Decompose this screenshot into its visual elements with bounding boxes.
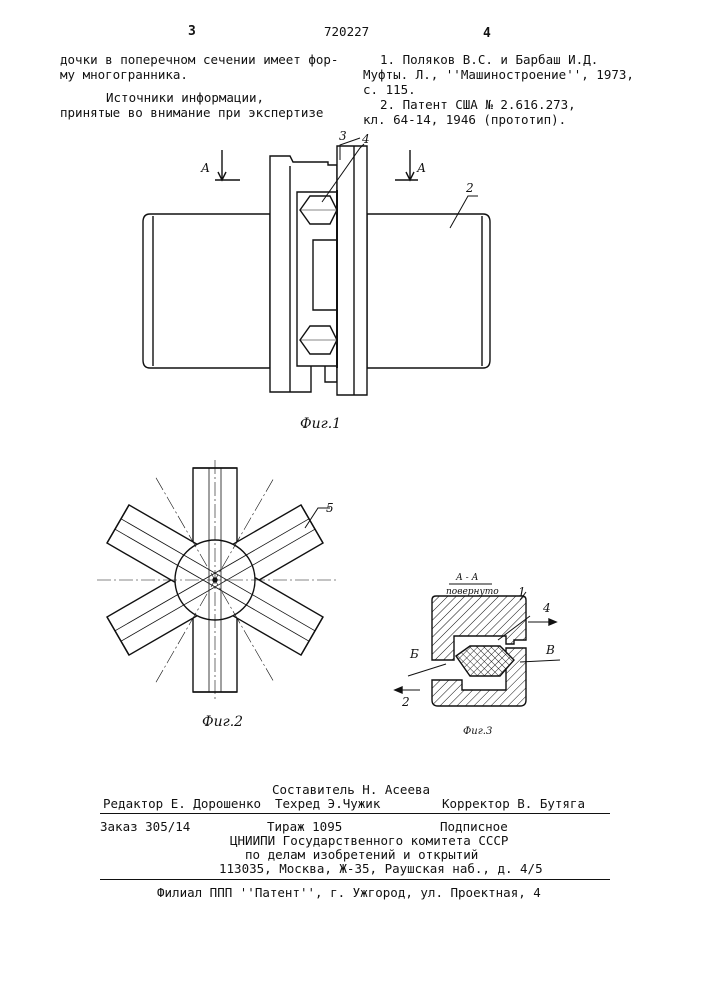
institute-line-2: по делам изобретений и открытий [245, 847, 478, 862]
part-label-v: В [545, 643, 555, 657]
part-label-3: 3 [339, 129, 347, 143]
subscription: Подписное [440, 819, 508, 834]
editor: Редактор Е. Дорошенко [103, 796, 261, 811]
part-label-4: 4 [361, 132, 370, 146]
part-label-1: 1 [518, 585, 526, 599]
footer-divider-2 [100, 879, 610, 880]
figure-1-coupling-side-view [143, 138, 490, 395]
figure-3-caption: Фиг.3 [463, 726, 492, 737]
part-label-2b: 2 [401, 695, 410, 709]
section-subtitle: повернуто [446, 587, 499, 597]
part-label-2: 2 [465, 181, 474, 195]
corrector: Корректор В. Бутяга [442, 796, 585, 811]
address: 113035, Москва, Ж-35, Раушская наб., д. … [219, 861, 543, 876]
figure-3-section-a-a [395, 584, 560, 706]
section-mark-left: А [200, 161, 210, 175]
part-label-4b: 4 [542, 601, 551, 615]
order: Заказ 305/14 [100, 819, 190, 834]
part-label-5: 5 [326, 501, 334, 515]
branch: Филиал ППП ''Патент'', г. Ужгород, ул. П… [157, 885, 541, 900]
institute-line-1: ЦНИИПИ Государственного комитета СССР [230, 833, 508, 848]
section-title: А - А [455, 573, 479, 583]
figure-2-caption: Фиг.2 [202, 714, 243, 730]
footer-divider [100, 813, 610, 814]
section-mark-right: А [416, 161, 426, 175]
techred: Техред Э.Чужик [275, 796, 380, 811]
compiler: Составитель Н. Асеева [272, 782, 430, 797]
figure-1-caption: Фиг.1 [300, 416, 341, 432]
figure-2-star-element [97, 460, 337, 700]
part-label-b: Б [409, 647, 419, 661]
print-run: Тираж 1095 [267, 819, 342, 834]
